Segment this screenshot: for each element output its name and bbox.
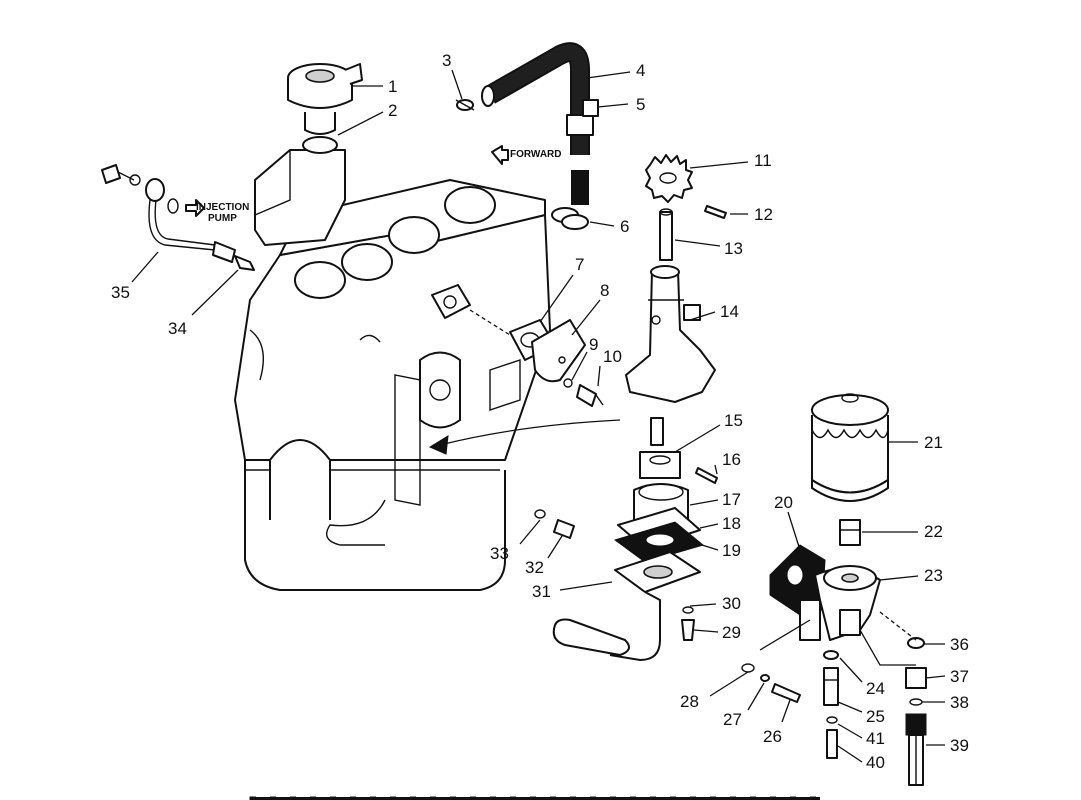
callout-29: 29: [722, 623, 741, 642]
callout-20: 20: [774, 493, 793, 512]
injection-pump-oil-line: [101, 164, 255, 271]
callout-22: 22: [924, 522, 943, 541]
callout-32: 32: [525, 558, 544, 577]
callout-8: 8: [600, 281, 609, 300]
callout-4: 4: [636, 61, 645, 80]
oil-pump-assembly: [552, 154, 727, 661]
callout-6: 6: [620, 217, 629, 236]
callout-numbers: 1 2 3 4 5 6 7 8 9 10 11 12 13 14 15 16 1…: [111, 51, 969, 772]
callout-34: 34: [168, 319, 187, 338]
pump-cover-gasket-and-plate: [469, 309, 604, 407]
oil-filter-assembly: [534, 393, 927, 786]
callout-28: 28: [680, 692, 699, 711]
callout-19: 19: [722, 541, 741, 560]
callout-25: 25: [866, 707, 885, 726]
injection-pump-label-line2: PUMP: [208, 213, 237, 224]
injection-pump-label-line1: INJECTION: [196, 202, 249, 213]
callout-37: 37: [950, 667, 969, 686]
callout-2: 2: [388, 101, 397, 120]
oil-filler-cap: [287, 63, 363, 135]
callout-17: 17: [722, 490, 741, 509]
callout-9: 9: [589, 335, 598, 354]
filler-cap-o-ring: [302, 136, 338, 154]
engine-block: [234, 149, 621, 591]
cropped-bottom-marks: [249, 796, 821, 800]
callout-7: 7: [575, 255, 584, 274]
callout-14: 14: [720, 302, 739, 321]
callout-11: 11: [754, 151, 772, 170]
callout-5: 5: [636, 95, 645, 114]
callout-24: 24: [866, 679, 885, 698]
callout-12: 12: [754, 205, 773, 224]
callout-13: 13: [724, 239, 743, 258]
callout-3: 3: [442, 51, 451, 70]
callout-21: 21: [924, 433, 943, 452]
callout-30: 30: [722, 594, 741, 613]
callout-39: 39: [950, 736, 969, 755]
callout-31: 31: [532, 582, 551, 601]
callout-1: 1: [388, 77, 397, 96]
leader-lines: [131, 69, 946, 763]
callout-15: 15: [724, 411, 743, 430]
callout-16: 16: [722, 450, 741, 469]
forward-label: FORWARD: [510, 149, 561, 160]
callout-35: 35: [111, 283, 130, 302]
callout-23: 23: [924, 566, 943, 585]
callout-40: 40: [866, 753, 885, 772]
callout-41: 41: [866, 729, 885, 748]
callout-27: 27: [723, 710, 742, 729]
callout-26: 26: [763, 727, 782, 746]
callout-33: 33: [490, 544, 509, 563]
callout-10: 10: [603, 347, 622, 366]
vent-hose-assembly: [455, 42, 599, 230]
callout-38: 38: [950, 693, 969, 712]
callout-36: 36: [950, 635, 969, 654]
callout-18: 18: [722, 514, 741, 533]
